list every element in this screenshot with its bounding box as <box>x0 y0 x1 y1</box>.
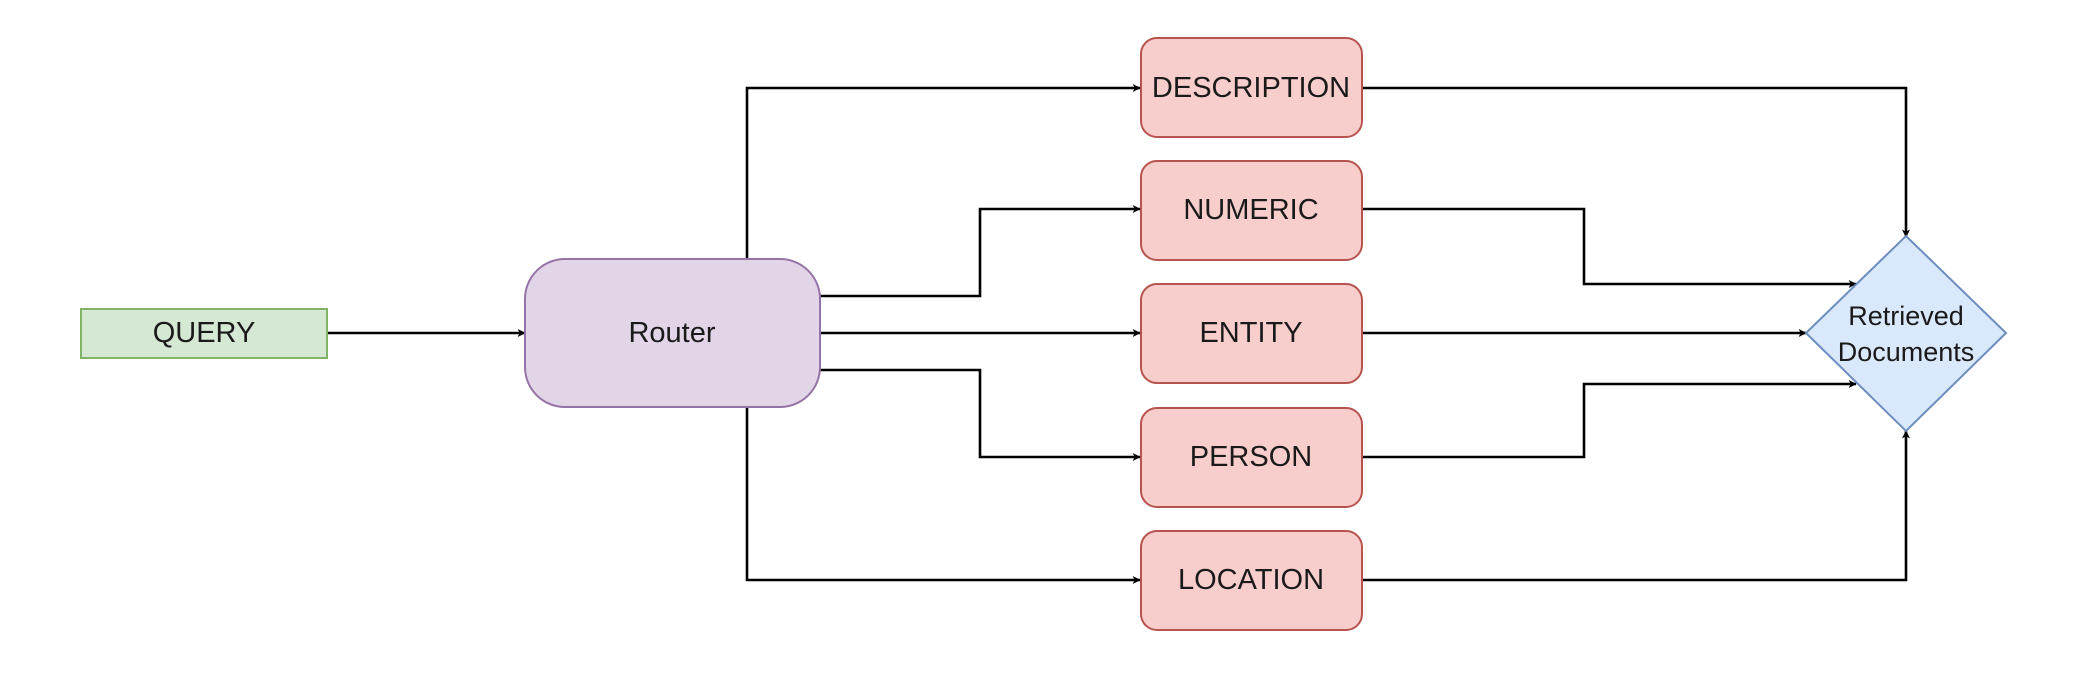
router-box <box>524 258 821 408</box>
query-node: QUERY <box>80 308 328 359</box>
numeric-box <box>1140 160 1363 261</box>
description-node: DESCRIPTION <box>1140 37 1363 138</box>
retrieved-documents-label-line2: Documents <box>1838 337 1975 367</box>
entity-label: ENTITY <box>1199 317 1302 349</box>
description-box <box>1140 37 1363 138</box>
person-box <box>1140 407 1363 508</box>
edge-router-description <box>745 84 1141 258</box>
location-label: LOCATION <box>1178 564 1324 596</box>
location-box <box>1140 530 1363 631</box>
router-label: Router <box>628 317 715 349</box>
retrieved-documents-diamond <box>1804 234 2008 433</box>
person-node: PERSON <box>1140 407 1363 508</box>
edge-numeric-retrieved <box>1362 207 1857 288</box>
edge-person-retrieved <box>1362 380 1857 459</box>
query-label: QUERY <box>153 317 256 349</box>
description-label: DESCRIPTION <box>1152 72 1350 104</box>
location-node: LOCATION <box>1140 530 1363 631</box>
edge-router-location <box>745 407 1141 584</box>
router-node: Router <box>524 258 821 408</box>
edge-router-numeric <box>820 205 1141 298</box>
edge-description-retrieved <box>1362 86 1910 238</box>
query-box <box>80 308 328 359</box>
numeric-label: NUMERIC <box>1183 194 1318 226</box>
edge-location-retrieved <box>1362 430 1910 582</box>
entity-node: ENTITY <box>1140 283 1363 384</box>
person-label: PERSON <box>1190 441 1312 473</box>
retrieved-documents-node: Retrieved Documents <box>1804 234 2008 433</box>
edge-router-person <box>820 368 1141 461</box>
edges <box>328 84 1910 584</box>
retrieved-documents-label-line1: Retrieved <box>1848 301 1964 331</box>
entity-box <box>1140 283 1363 384</box>
numeric-node: NUMERIC <box>1140 160 1363 261</box>
